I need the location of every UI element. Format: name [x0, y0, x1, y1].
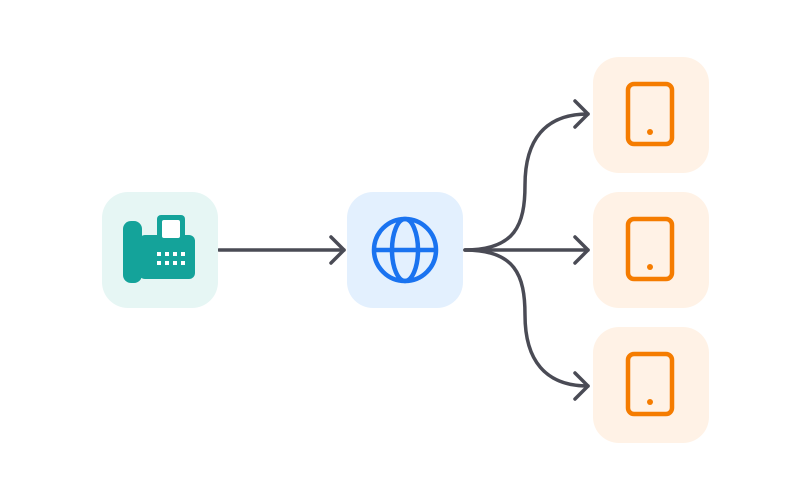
globe-icon — [371, 216, 439, 284]
tablet-3-tile — [593, 327, 709, 443]
tablet-icon — [625, 351, 675, 417]
edge-internet-to-tablet-3 — [463, 248, 590, 401]
tablet-icon — [625, 216, 675, 282]
fax-machine-icon — [123, 215, 195, 283]
tablet-1-tile — [593, 57, 709, 173]
edge-internet-to-tablet-2 — [463, 235, 590, 265]
node-fax — [102, 192, 218, 308]
node-tablet-3 — [593, 327, 709, 443]
node-tablet-1 — [593, 57, 709, 173]
node-tablet-2 — [593, 192, 709, 308]
connectors — [217, 99, 590, 401]
edge-internet-to-tablet-1 — [463, 99, 590, 252]
tablet-icon — [625, 81, 675, 147]
tablet-2-tile — [593, 192, 709, 308]
edge-fax-to-internet — [217, 235, 346, 265]
node-internet — [347, 192, 463, 308]
